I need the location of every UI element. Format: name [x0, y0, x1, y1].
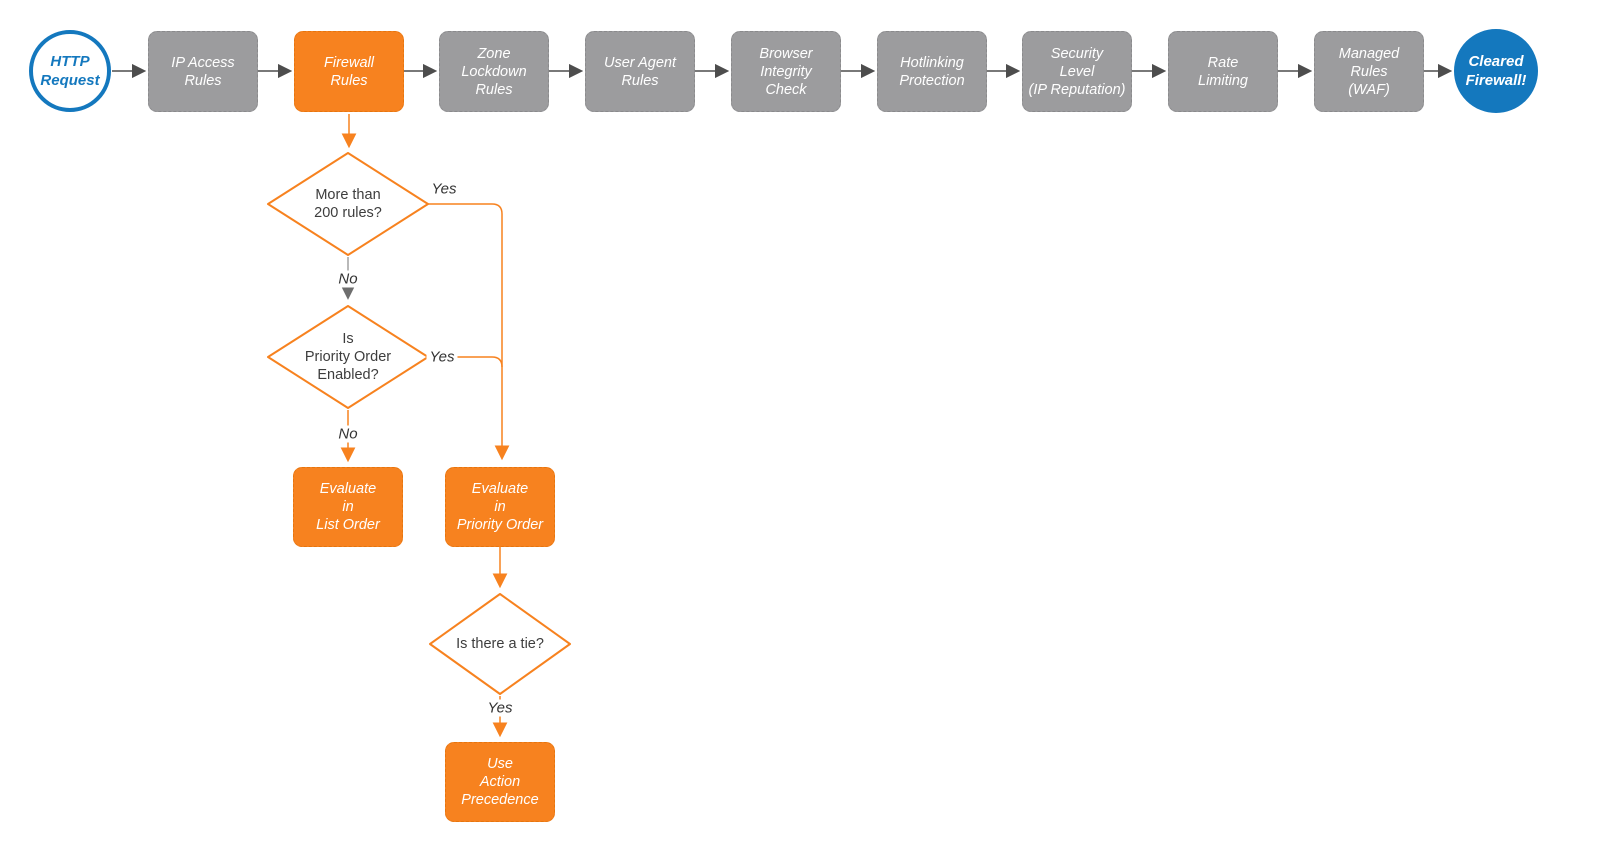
pipeline-box-security-level: Security Level (IP Reputation): [1022, 31, 1132, 112]
pipeline-box-managed-rules-waf: Managed Rules (WAF): [1314, 31, 1424, 112]
edge-label-200rules-yes: Yes: [428, 180, 460, 198]
pipeline-box-browser-integrity-check: Browser Integrity Check: [731, 31, 841, 112]
edge-priority-enabled-yes-join: [428, 356, 503, 368]
decision-200rules: More than 200 rules?: [268, 153, 428, 255]
end-node-cleared-firewall: Cleared Firewall!: [1454, 29, 1538, 113]
pipeline-box-label: User Agent Rules: [604, 54, 676, 89]
action-box-label: Evaluate in List Order: [316, 481, 380, 533]
decision-label: More than 200 rules?: [314, 187, 382, 221]
pipeline-box-label: Security Level (IP Reputation): [1028, 45, 1126, 98]
action-box-label: Use Action Precedence: [461, 756, 539, 808]
action-box-evaluate-list-order: Evaluate in List Order: [293, 467, 403, 547]
action-box-label: Evaluate in Priority Order: [456, 481, 544, 533]
pipeline-box-hotlinking-protection: Hotlinking Protection: [877, 31, 987, 112]
end-node-label: Cleared Firewall!: [1465, 53, 1527, 89]
edge-label-200rules-no: No: [335, 270, 361, 288]
pipeline-box-label: Hotlinking Protection: [899, 54, 965, 89]
decision-200rules-shape: [267, 152, 429, 256]
action-box-use-action-precedence: Use Action Precedence: [445, 742, 555, 822]
pipeline-box-user-agent-rules: User Agent Rules: [585, 31, 695, 112]
pipeline-box-label: Rate Limiting: [1198, 54, 1248, 89]
decision-priority-enabled: Is Priority Order Enabled?: [268, 306, 428, 408]
decision-priority-enabled-shape: [267, 305, 429, 409]
edge-label-priority-enabled-no: No: [335, 425, 361, 443]
pipeline-box-label: Browser Integrity Check: [759, 45, 813, 98]
decision-tie-shape: [429, 593, 571, 695]
action-box-evaluate-priority-order: Evaluate in Priority Order: [445, 467, 555, 547]
pipeline-box-zone-lockdown-rules: Zone Lockdown Rules: [439, 31, 549, 112]
decision-label: Is there a tie?: [456, 636, 544, 652]
pipeline-box-firewall-rules: Firewall Rules: [294, 31, 404, 112]
pipeline-box-label: Zone Lockdown Rules: [461, 45, 527, 98]
decision-label: Is Priority Order Enabled?: [304, 331, 392, 383]
decision-tie: Is there a tie?: [430, 594, 570, 694]
pipeline-box-label: IP Access Rules: [171, 54, 235, 89]
pipeline-box-ip-access-rules: IP Access Rules: [148, 31, 258, 112]
edge-label-priority-enabled-yes: Yes: [426, 348, 458, 366]
start-node-label: HTTP Request: [40, 53, 100, 89]
start-node-http-request: HTTP Request: [29, 30, 111, 112]
pipeline-box-label: Firewall Rules: [324, 54, 374, 89]
pipeline-box-rate-limiting: Rate Limiting: [1168, 31, 1278, 112]
pipeline-box-label: Managed Rules (WAF): [1338, 45, 1400, 98]
edge-label-tie-yes: Yes: [484, 699, 516, 717]
edge-200rules-yes-to-priority-order: [428, 203, 510, 461]
